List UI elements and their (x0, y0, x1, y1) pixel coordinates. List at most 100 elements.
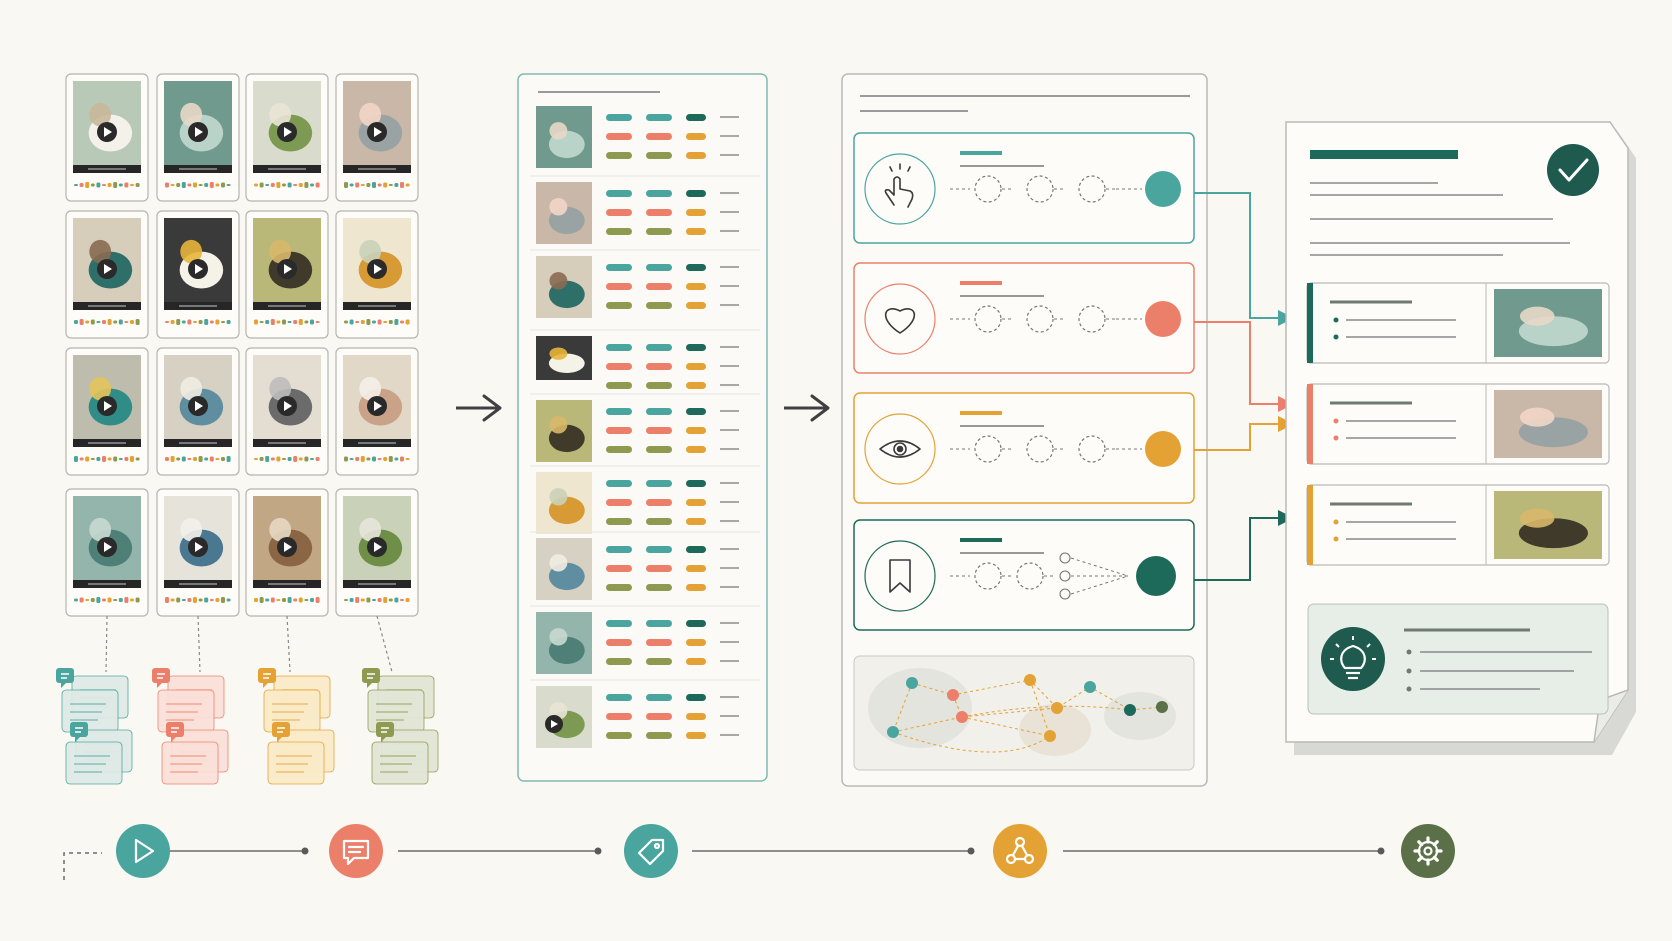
video-card (156, 347, 240, 476)
tag-pill (646, 584, 672, 591)
tag-pill (606, 228, 632, 235)
video-card (245, 488, 329, 617)
audio-waveform (344, 182, 410, 188)
audio-waveform (254, 182, 320, 188)
video-card (156, 73, 240, 202)
tag-row (536, 400, 739, 462)
play-icon (367, 259, 387, 279)
tag-pill (646, 114, 672, 121)
video-card (65, 347, 149, 476)
tag-pill (606, 732, 632, 739)
video-controls (164, 165, 232, 173)
play-icon (97, 122, 117, 142)
play-icon (134, 838, 155, 864)
video-controls (164, 302, 232, 310)
audio-waveform (344, 597, 410, 603)
signal-chain (950, 175, 1142, 203)
comment-icon (376, 722, 394, 742)
comment-icon (166, 722, 184, 742)
insight-card (1307, 603, 1609, 715)
pipeline-step (624, 824, 678, 878)
report-item (1306, 383, 1610, 465)
pipeline-step (1401, 824, 1455, 878)
video-controls (73, 439, 141, 447)
report-items (1306, 282, 1610, 566)
tag-pill (686, 658, 706, 665)
tag-row (536, 256, 739, 318)
pipeline-step (993, 824, 1047, 878)
signal-row (853, 519, 1195, 631)
folded-towels-thumbnail (73, 496, 141, 580)
signal-output-node (1145, 301, 1181, 337)
video-controls (253, 580, 321, 588)
tag-pill (646, 427, 672, 434)
tag-pill (646, 639, 672, 646)
audio-waveform (344, 319, 410, 325)
signal-row (853, 392, 1195, 504)
gear-icon (1413, 836, 1443, 866)
tag-pill (646, 546, 672, 553)
video-card (335, 347, 419, 476)
tag-pill (606, 620, 632, 627)
tag-pill (646, 344, 672, 351)
stage-arrow-1 (456, 394, 502, 422)
tap-gesture-icon (884, 163, 914, 208)
play-icon (188, 537, 208, 557)
tag-pill (646, 408, 672, 415)
tag-pill (646, 480, 672, 487)
fried-egg-pan-thumbnail (164, 218, 232, 302)
tag-pill (606, 152, 632, 159)
tag-pill (646, 620, 672, 627)
tag-pill (686, 382, 706, 389)
dashed-connector (376, 615, 393, 673)
comment-stack (56, 668, 133, 785)
tag-pill (686, 584, 706, 591)
video-controls (73, 580, 141, 588)
pipeline-steps (116, 824, 1455, 878)
tag-pill (646, 133, 672, 140)
tag-pill (646, 499, 672, 506)
signal-output-node (1136, 556, 1176, 596)
bottle-bag-strap-thumbnail (536, 400, 592, 462)
play-icon (188, 122, 208, 142)
play-icon (97, 396, 117, 416)
signal-output-node (1145, 431, 1181, 467)
tag-row (536, 336, 739, 389)
audio-waveform (165, 597, 231, 603)
play-icon (367, 122, 387, 142)
can-opener-thumbnail (536, 182, 592, 244)
tag-pill (646, 228, 672, 235)
tag-pill (646, 694, 672, 701)
audio-waveform (74, 319, 140, 325)
pipeline-bar (63, 824, 1455, 880)
tag-pill (686, 283, 706, 290)
tag-pill (686, 518, 706, 525)
tag-pill (646, 363, 672, 370)
tag-pill (646, 713, 672, 720)
audio-waveform (74, 597, 140, 603)
tag-pill (686, 546, 706, 553)
tag-pill (646, 446, 672, 453)
tag-pill (646, 302, 672, 309)
play-icon (188, 259, 208, 279)
tag-pill (646, 565, 672, 572)
play-icon (367, 396, 387, 416)
video-card (245, 347, 329, 476)
tag-pill (686, 190, 706, 197)
zipper-thumbnail (536, 106, 592, 168)
signal-chain (950, 552, 1129, 600)
tag-pill (686, 264, 706, 271)
tag-pill (646, 732, 672, 739)
audio-waveform (165, 182, 231, 188)
tag-pill (606, 480, 632, 487)
comment-icon (258, 668, 276, 688)
video-controls (343, 439, 411, 447)
signal-rows (853, 132, 1195, 631)
video-card (156, 488, 240, 617)
tag-pill (646, 209, 672, 216)
video-card (156, 210, 240, 339)
tag-row (536, 538, 739, 600)
audio-waveform (165, 319, 231, 325)
tag-pill (646, 283, 672, 290)
play-icon (97, 259, 117, 279)
